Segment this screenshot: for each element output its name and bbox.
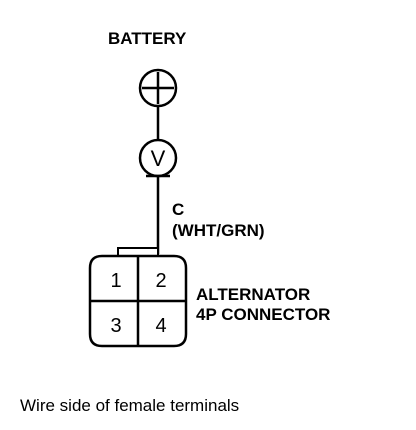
- diagram-caption: Wire side of female terminals: [20, 396, 239, 415]
- connector-pin-4: 4: [155, 315, 166, 337]
- voltmeter-icon: V: [138, 138, 178, 178]
- wire-terminal-label: C: [172, 200, 184, 219]
- alternator-connector: 1 2 3 4: [88, 247, 188, 348]
- voltmeter-symbol: V: [151, 146, 166, 171]
- connector-pin-2: 2: [155, 270, 166, 292]
- connector-pin-3: 3: [110, 315, 121, 337]
- wire-color-label: (WHT/GRN): [172, 221, 265, 240]
- connector-name-line2: 4P CONNECTOR: [196, 305, 330, 324]
- battery-label: BATTERY: [108, 29, 187, 48]
- plus-terminal-icon: [138, 68, 178, 108]
- connector-pin-1: 1: [110, 270, 121, 292]
- connector-name-line1: ALTERNATOR: [196, 285, 310, 304]
